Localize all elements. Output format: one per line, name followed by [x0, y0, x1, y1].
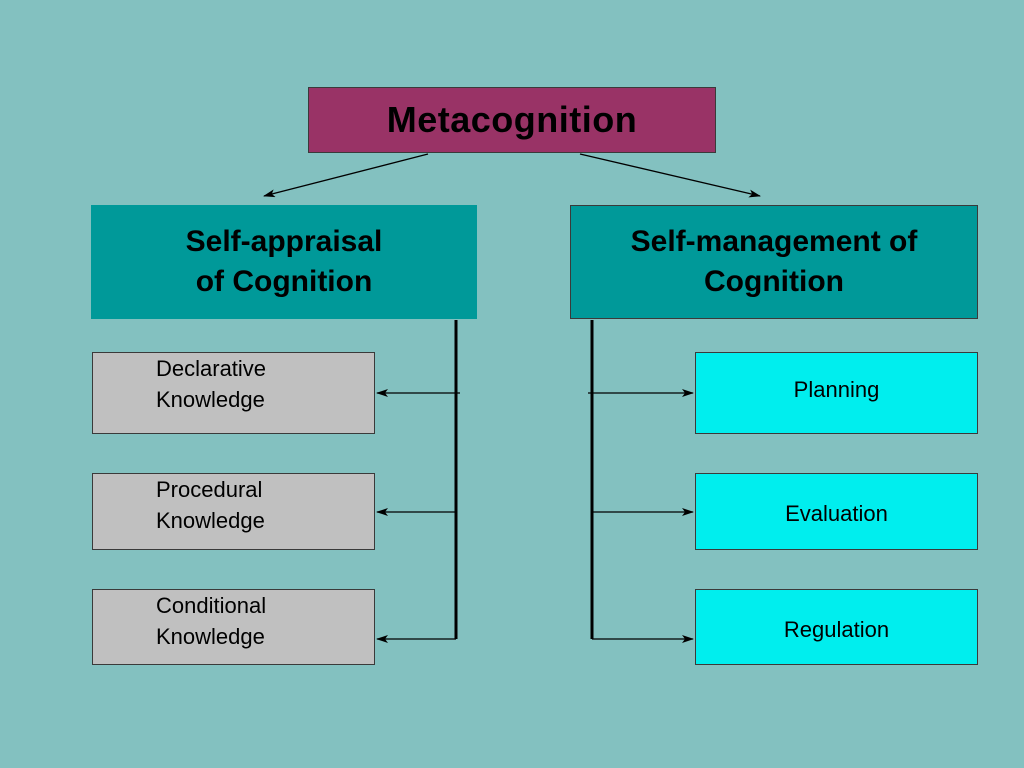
metacognition-label: Metacognition: [386, 99, 638, 140]
evaluation-label: Evaluation: [785, 501, 888, 526]
planning-label: Planning: [793, 376, 880, 402]
self-appraisal-line-2: of Cognition: [195, 265, 373, 298]
evaluation-box: Evaluation: [695, 473, 978, 550]
self-management-box: Self-management of Cognition: [570, 205, 978, 319]
procedural-line-2: Knowledge: [156, 508, 265, 533]
metacognition-box: Metacognition: [308, 87, 716, 153]
self-appraisal-box: Self-appraisal of Cognition: [91, 205, 477, 319]
procedural-line-1: Procedural: [156, 477, 263, 502]
conditional-line-1: Conditional: [156, 593, 267, 618]
procedural-knowledge-box: Procedural Knowledge: [92, 473, 375, 550]
self-appraisal-line-1: Self-appraisal: [185, 225, 383, 258]
conditional-knowledge-box: Conditional Knowledge: [92, 589, 375, 665]
declarative-line-2: Knowledge: [156, 387, 265, 412]
regulation-label: Regulation: [783, 616, 890, 642]
declarative-knowledge-box: Declarative Knowledge: [92, 352, 375, 434]
conditional-line-2: Knowledge: [156, 624, 265, 649]
self-management-line-1: Self-management of: [630, 225, 918, 258]
regulation-box: Regulation: [695, 589, 978, 665]
planning-box: Planning: [695, 352, 978, 434]
root-to-right-arrow: [579, 153, 761, 198]
declarative-line-1: Declarative: [156, 356, 267, 381]
self-management-line-2: Cognition: [704, 265, 844, 298]
root-to-left-arrow: [263, 153, 429, 198]
